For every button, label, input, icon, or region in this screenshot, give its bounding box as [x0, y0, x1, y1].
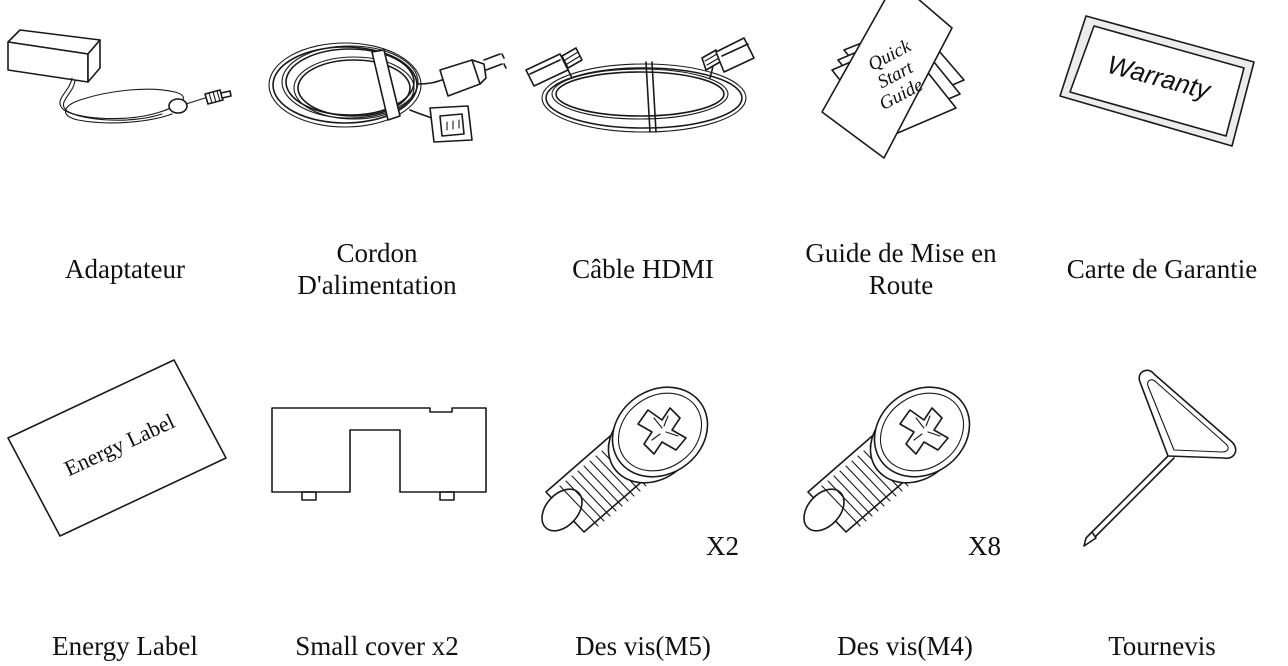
item-energy-label: Energy Label Energy Label	[0, 359, 250, 666]
item-adapter: Adaptateur	[0, 0, 250, 320]
screw-icon	[803, 386, 971, 533]
item-small-cover: Small cover x2	[250, 360, 512, 666]
item-label: Des vis(M5)	[575, 631, 711, 661]
item-screwdriver: Tournevis	[1036, 360, 1288, 666]
power-adapter-icon	[7, 29, 232, 124]
item-warranty-card: Warranty Carte de Garantie	[1036, 0, 1288, 320]
item-screw-m4: X8 Des vis(M4)	[774, 360, 1036, 666]
item-screw-m5: X2 Des vis(M5)	[512, 360, 774, 666]
item-label: Des vis(M4)	[837, 631, 973, 661]
warranty-card-icon: Warranty	[1059, 15, 1255, 147]
item-label: Adaptateur	[65, 254, 185, 284]
screw-icon	[541, 386, 709, 533]
quantity-badge: X2	[706, 531, 739, 561]
energy-label-icon: Energy Label	[7, 359, 227, 537]
screwdriver-key-icon	[1083, 369, 1237, 547]
item-label: Tournevis	[1108, 631, 1216, 661]
item-label: Câble HDMI	[572, 254, 714, 284]
quick-start-guide-icon: Quick Start Guide	[821, 0, 965, 159]
item-quick-start-guide: Quick Start Guide Guide de Mise en Route	[774, 0, 1036, 320]
item-hdmi-cable: Câble HDMI	[512, 0, 774, 320]
hdmi-cable-icon	[525, 37, 755, 133]
item-label: Guide de Mise en Route	[805, 238, 997, 300]
item-label: Carte de Garantie	[1066, 254, 1258, 284]
item-label: Energy Label	[52, 631, 198, 661]
small-cover-icon	[271, 407, 487, 501]
item-label: Small cover x2	[295, 631, 459, 661]
item-power-cord: Cordon D'alimentation	[250, 0, 512, 320]
item-label: Cordon D'alimentation	[297, 238, 457, 300]
power-cord-icon	[268, 42, 507, 143]
quantity-badge: X8	[968, 531, 1001, 561]
